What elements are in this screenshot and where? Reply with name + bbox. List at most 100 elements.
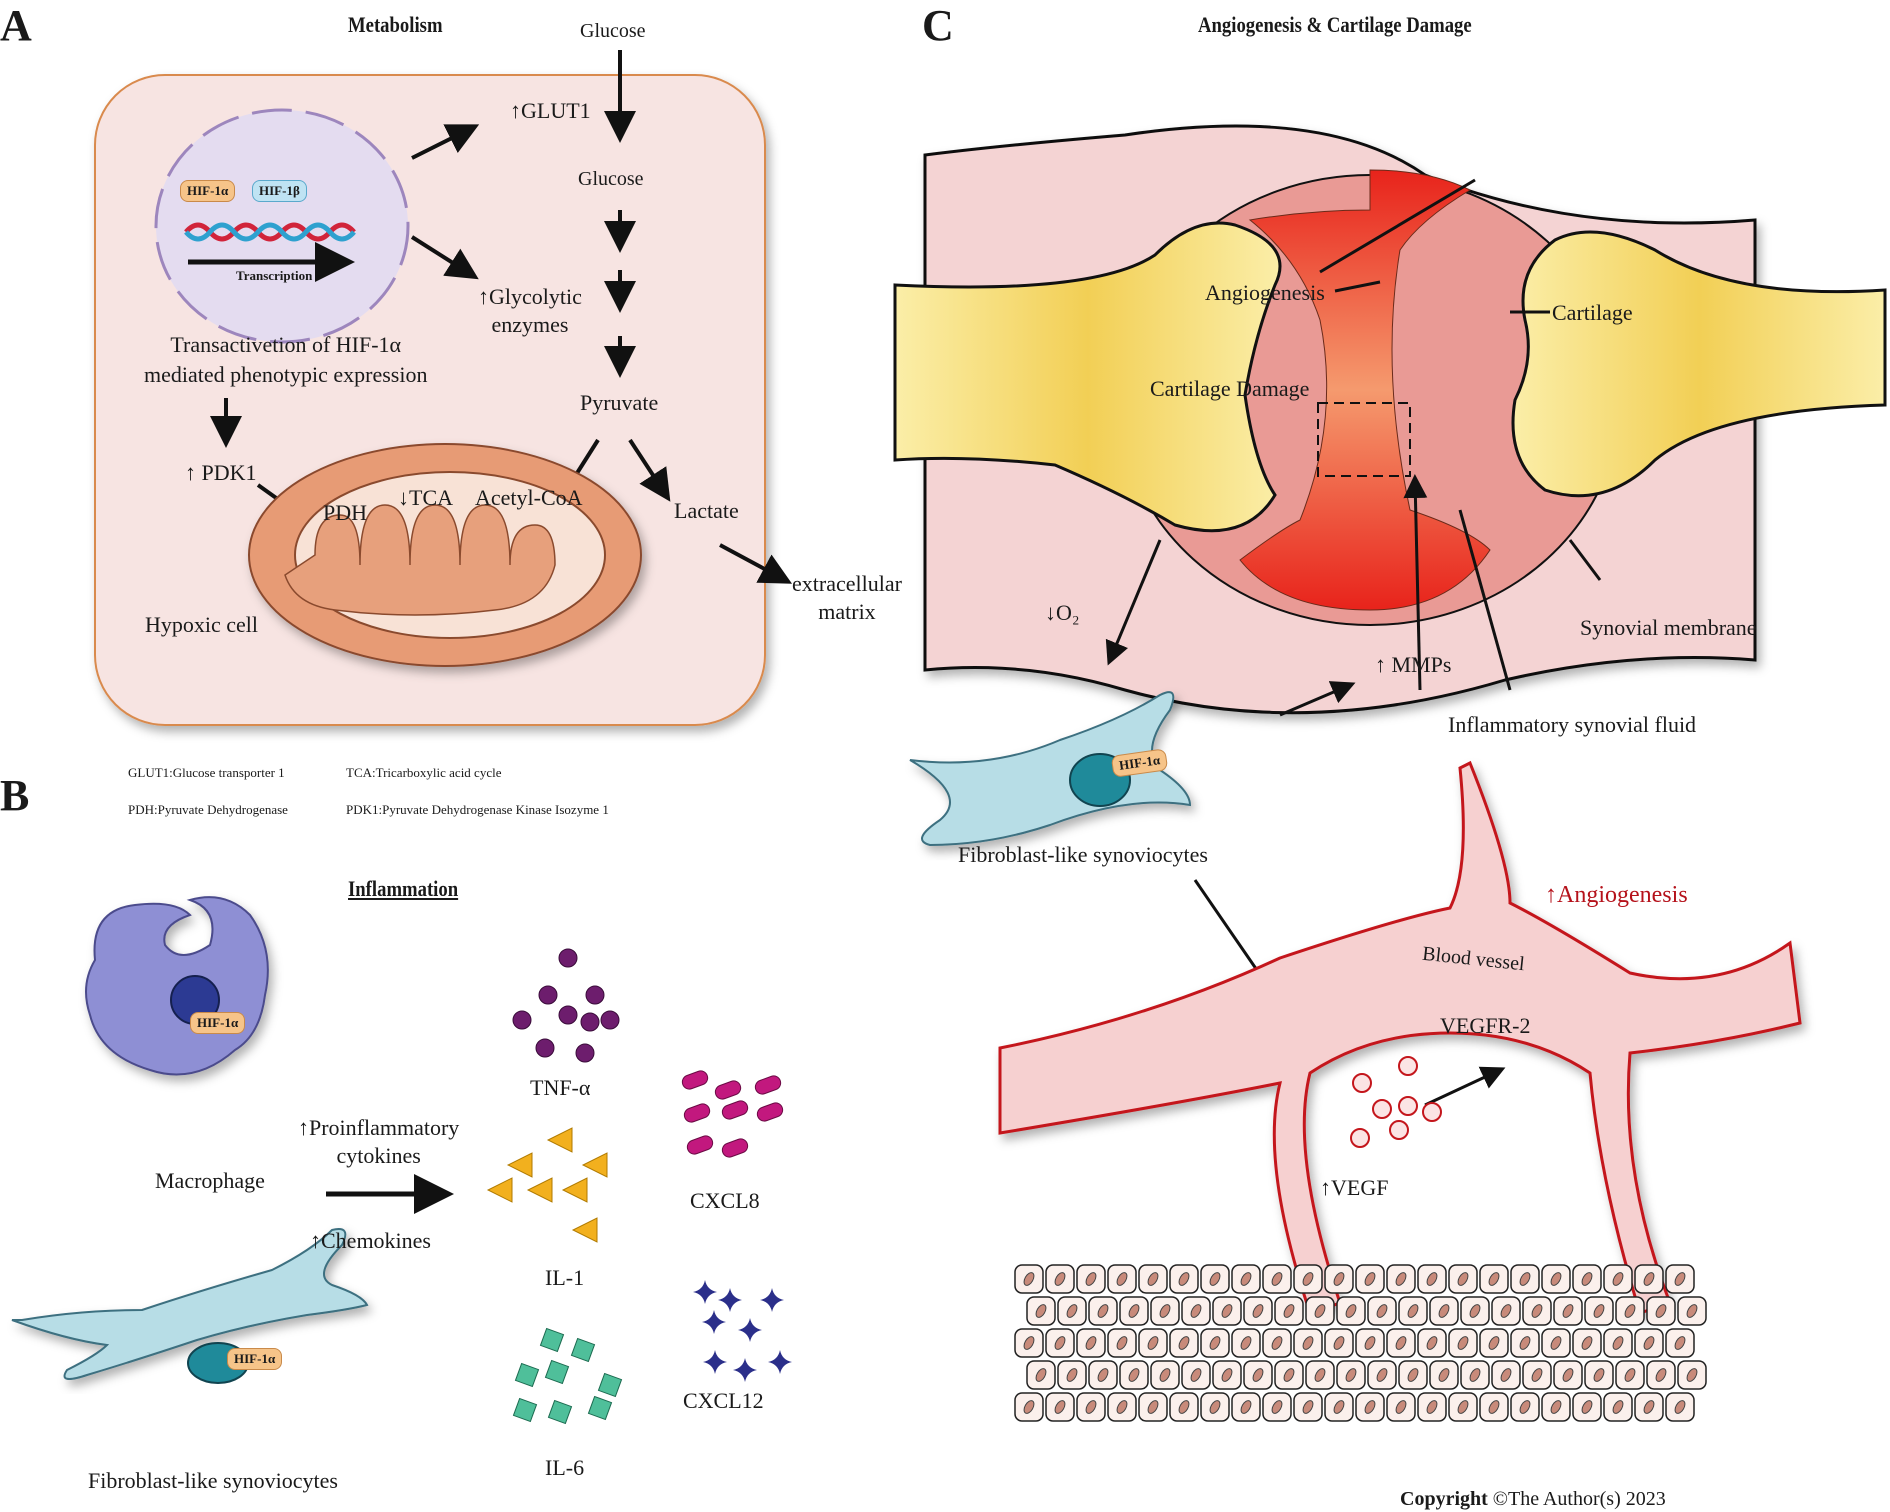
chondrocyte-nucleus — [1097, 1368, 1109, 1382]
inflammatory-fluid-label: Inflammatory synovial fluid — [1448, 712, 1697, 737]
chondrocyte-nucleus — [1643, 1272, 1655, 1286]
copyright-notice: Copyright ©The Author(s) 2023 — [1400, 1488, 1666, 1510]
chondrocyte-nucleus — [1581, 1336, 1593, 1350]
chondrocyte-nucleus — [1283, 1368, 1295, 1382]
chondrocyte-nucleus — [1085, 1272, 1097, 1286]
tnf-alpha-molecule — [512, 1010, 532, 1030]
chondrocyte-nucleus — [1550, 1336, 1562, 1350]
macrophage-hif1a-badge: HIF-1α — [190, 1012, 246, 1034]
pdk1-label: ↑ PDK1 — [185, 460, 257, 485]
chondrocyte-nucleus — [1128, 1304, 1140, 1318]
cxcl8-molecule — [756, 1102, 784, 1122]
il1-molecules — [486, 1127, 608, 1243]
chondrocyte-nucleus — [1035, 1304, 1047, 1318]
panel-a-title: Metabolism — [348, 12, 443, 37]
vegf-molecule — [1422, 1102, 1442, 1122]
chondrocyte-nucleus — [1376, 1304, 1388, 1318]
chondrocyte-nucleus — [1085, 1400, 1097, 1414]
chondrocyte-nucleus — [1531, 1368, 1543, 1382]
chondrocyte-nucleus — [1023, 1336, 1035, 1350]
cxcl8-molecule — [754, 1075, 782, 1095]
tnf-alpha-molecule — [585, 985, 605, 1005]
chondrocyte-nucleus — [1271, 1400, 1283, 1414]
chondrocyte-nucleus — [1457, 1336, 1469, 1350]
tnf-alpha-molecule — [600, 1010, 620, 1030]
chondrocyte-nucleus — [1333, 1272, 1345, 1286]
chondrocyte-nucleus — [1655, 1368, 1667, 1382]
cxcl12-molecule — [693, 1280, 717, 1304]
il1-molecule — [546, 1127, 573, 1153]
vegf-molecules — [1350, 1056, 1442, 1148]
chondrocyte-nucleus — [1209, 1272, 1221, 1286]
chondrocyte-nucleus — [1488, 1272, 1500, 1286]
chondrocyte-nucleus — [1147, 1272, 1159, 1286]
chondrocyte-nucleus — [1178, 1272, 1190, 1286]
chondrocyte-nucleus — [1438, 1304, 1450, 1318]
chondrocyte-nucleus — [1488, 1336, 1500, 1350]
chondrocyte-nucleus — [1364, 1336, 1376, 1350]
panel-b-letter: B — [0, 771, 30, 820]
chondrocyte-nucleus — [1519, 1400, 1531, 1414]
chondrocyte-nucleus — [1531, 1304, 1543, 1318]
fls-label-c: Fibroblast-like synoviocytes — [958, 842, 1208, 867]
il6-molecule — [512, 1397, 538, 1423]
chondrocyte-nucleus — [1252, 1304, 1264, 1318]
chondrocyte-nucleus — [1054, 1336, 1066, 1350]
joint-callout-lines — [1105, 178, 1602, 1107]
chondrocyte-nucleus — [1116, 1336, 1128, 1350]
cxcl12-molecule — [760, 1288, 784, 1312]
cxcl12-molecules — [693, 1280, 792, 1382]
lactate-label: Lactate — [674, 498, 739, 523]
chondrocyte-nucleus — [1457, 1400, 1469, 1414]
cxcl12-molecule — [718, 1288, 742, 1312]
chondrocyte-nucleus — [1426, 1336, 1438, 1350]
chondrocyte-nucleus — [1314, 1368, 1326, 1382]
angiogenesis-callout-label: Angiogenesis — [1205, 280, 1325, 305]
chondrocyte-nucleus — [1612, 1272, 1624, 1286]
legend-glut1: GLUT1:Glucose transporter 1 — [128, 765, 285, 780]
chondrocyte-nucleus — [1550, 1272, 1562, 1286]
chondrocyte-nucleus — [1438, 1368, 1450, 1382]
chondrocyte-nucleus — [1159, 1368, 1171, 1382]
chondrocyte-nucleus — [1395, 1336, 1407, 1350]
cxcl12-molecule — [738, 1318, 762, 1342]
vegf-molecule — [1350, 1128, 1370, 1148]
chondrocyte-nucleus — [1550, 1400, 1562, 1414]
chondrocyte-nucleus — [1116, 1400, 1128, 1414]
il6-molecule — [570, 1337, 596, 1363]
chondrocyte-nucleus — [1333, 1400, 1345, 1414]
chondrocyte-nucleus — [1674, 1272, 1686, 1286]
tnf-alpha-molecule — [558, 1005, 578, 1025]
chondrocyte-nucleus — [1581, 1400, 1593, 1414]
chondrocyte-nucleus — [1624, 1368, 1636, 1382]
legend-pdh: PDH:Pyruvate Dehydrogenase — [128, 802, 288, 817]
cxcl12-molecule — [702, 1310, 726, 1334]
panel-a-letter: A — [0, 1, 32, 50]
cartilage-damage-box — [1317, 402, 1411, 477]
pdh-label: PDH — [323, 500, 368, 525]
chondrocyte-nucleus — [1190, 1304, 1202, 1318]
synovial-membrane-label: Synovial membrane — [1580, 615, 1757, 640]
chondrocyte-nucleus — [1457, 1272, 1469, 1286]
chondrocyte-nucleus — [1066, 1368, 1078, 1382]
il1-molecule — [571, 1217, 598, 1243]
vegf-molecule — [1389, 1120, 1409, 1140]
chondrocyte-nucleus — [1252, 1368, 1264, 1382]
nucleus — [154, 108, 410, 344]
cxcl8-molecule — [683, 1103, 711, 1123]
tnf-alpha-molecule — [538, 985, 558, 1005]
chondrocyte-nucleus — [1612, 1400, 1624, 1414]
glucose-inside-label: Glucose — [578, 168, 644, 190]
chondrocyte-nucleus — [1283, 1304, 1295, 1318]
cxcl8-molecule — [681, 1070, 709, 1090]
cartilage-label: Cartilage — [1552, 300, 1633, 325]
chondrocyte-nucleus — [1221, 1304, 1233, 1318]
chondrocyte-nucleus — [1395, 1272, 1407, 1286]
cartilage-damage-label: Cartilage Damage — [1150, 376, 1310, 401]
tnf-alpha-molecule — [558, 948, 578, 968]
chondrocyte-nucleus — [1345, 1368, 1357, 1382]
chondrocyte-nucleus — [1364, 1400, 1376, 1414]
il1-molecule — [506, 1152, 533, 1178]
chondrocyte-nucleus — [1302, 1400, 1314, 1414]
tca-label: ↓TCA — [398, 485, 453, 510]
